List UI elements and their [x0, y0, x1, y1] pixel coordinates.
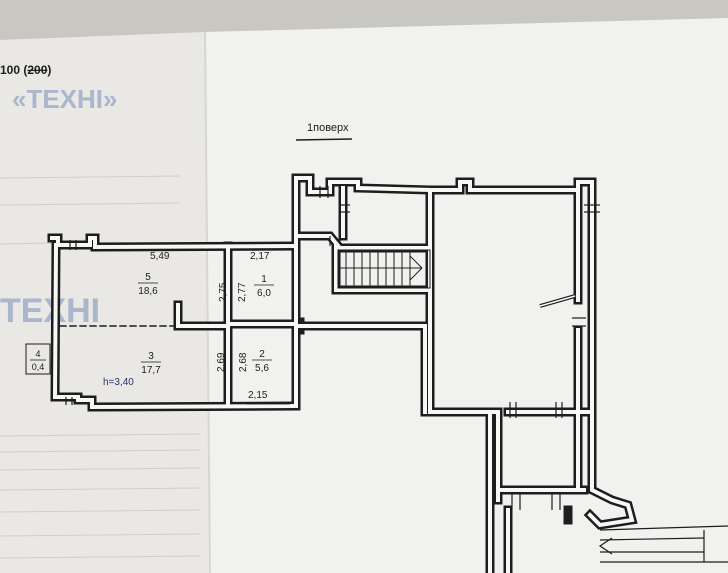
staircase: [337, 249, 431, 289]
dim-room3-height: 2,69: [216, 352, 227, 372]
room-area-2: 5,6: [255, 363, 269, 374]
room-number-3: 3: [148, 351, 154, 362]
walls: [47, 173, 638, 573]
scale-label: 100 (200): [0, 63, 51, 77]
stamp-top-text: «ТЕХНІ»: [12, 84, 118, 114]
room-area-5: 18,6: [138, 286, 158, 297]
dim-top-right: 2,17: [250, 251, 270, 262]
dim-room2-height: 2,68: [238, 352, 249, 372]
entrance-arrow: [598, 525, 728, 563]
room-number-5: 5: [145, 272, 151, 283]
room-labels: 5 18,6 1 6,0 3 17,7 2 5,6 4 0,4: [25, 272, 274, 376]
left-page: [0, 32, 210, 573]
dim-top-left: 5,49: [150, 251, 170, 262]
stamp-side-text: ТЕХНІ: [0, 292, 100, 330]
room-number-1: 1: [261, 274, 267, 285]
room-area-4: 0,4: [32, 362, 45, 372]
ceiling-height: h=3,40: [103, 377, 134, 388]
scale-struck-value: 200: [27, 63, 47, 77]
page-fold: [204, 31, 211, 573]
room-number-2: 2: [259, 349, 265, 360]
dim-bottom-right: 2,15: [248, 390, 268, 401]
dim-room5-height: 2,75: [218, 282, 229, 302]
dimension-labels: 5,49 2,17 2,15 h=3,40 2,75 2,77 2,69 2,6…: [103, 251, 270, 401]
window-marks: [65, 186, 600, 510]
floor-title: 1поверх: [307, 122, 349, 134]
form-lines: [0, 175, 201, 559]
room-area-3: 17,7: [141, 365, 161, 376]
floor-title-underline: [295, 138, 353, 141]
room-number-4: 4: [35, 349, 40, 359]
right-page: [205, 18, 728, 573]
room-area-1: 6,0: [257, 288, 271, 299]
dim-room1-height: 2,77: [237, 282, 248, 302]
